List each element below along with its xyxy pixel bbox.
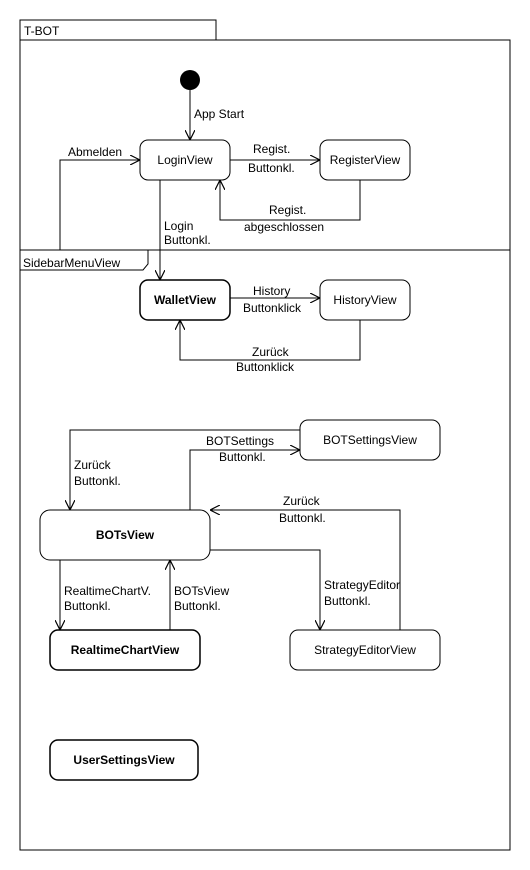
svg-text:BOTSettings: BOTSettings (206, 434, 274, 448)
state-wallet[interactable]: WalletView (139, 279, 231, 321)
transition-zurueck-history: Zurück Buttonklick (180, 320, 361, 374)
state-register-label: RegisterView (330, 153, 401, 167)
outer-frame (19, 39, 511, 851)
state-strategyeditor[interactable]: StrategyEditorView (289, 629, 441, 671)
state-wallet-label: WalletView (154, 293, 217, 307)
svg-text:Buttonkl.: Buttonkl. (174, 599, 221, 613)
svg-text:RealtimeChartV.: RealtimeChartV. (64, 584, 151, 598)
state-usersettings[interactable]: UserSettingsView (49, 739, 199, 781)
transition-app-start: App Start (190, 90, 245, 140)
transition-zurueck-botsettings: Zurück Buttonkl. (70, 429, 300, 510)
svg-text:Buttonkl.: Buttonkl. (64, 599, 111, 613)
svg-text:abgeschlossen: abgeschlossen (244, 220, 324, 234)
transition-abmelden: Abmelden (59, 145, 140, 250)
state-strategyeditor-label: StrategyEditorView (314, 643, 416, 657)
svg-text:Buttonkl.: Buttonkl. (279, 511, 326, 525)
svg-text:BOTsView: BOTsView (174, 584, 229, 598)
state-bots-label: BOTsView (96, 528, 155, 542)
svg-text:Buttonkl.: Buttonkl. (219, 450, 266, 464)
state-bots[interactable]: BOTsView (39, 509, 211, 561)
initial-state (180, 70, 200, 90)
transition-botsview-buttonklick: BOTsView Buttonkl. (170, 560, 229, 630)
state-botsettings[interactable]: BOTSettingsView (299, 419, 441, 461)
svg-text:Regist.: Regist. (253, 142, 290, 156)
region-label: SidebarMenuView (23, 256, 121, 270)
transition-regist-buttonklick: Regist. Buttonkl. (230, 142, 320, 175)
state-login-label: LoginView (157, 153, 212, 167)
state-realtimechart-label: RealtimeChartView (71, 643, 180, 657)
state-register[interactable]: RegisterView (319, 139, 411, 181)
state-login[interactable]: LoginView (139, 139, 231, 181)
svg-text:Zurück: Zurück (252, 345, 290, 359)
frame-title-tab (19, 19, 217, 40)
state-botsettings-label: BOTSettingsView (323, 433, 417, 447)
transition-realtimechart-buttonklick: RealtimeChartV. Buttonkl. (60, 560, 151, 630)
svg-text:Login: Login (164, 219, 193, 233)
transition-login-buttonklick: Login Buttonkl. (160, 180, 211, 280)
transition-history-buttonklick: History Buttonklick (230, 284, 320, 315)
frame-title: T-BOT (24, 24, 60, 38)
svg-text:Buttonkl.: Buttonkl. (324, 594, 371, 608)
state-realtimechart[interactable]: RealtimeChartView (49, 629, 201, 671)
svg-text:Regist.: Regist. (269, 203, 306, 217)
svg-text:Buttonkl.: Buttonkl. (74, 474, 121, 488)
transition-strategyeditor-buttonklick: StrategyEditor Buttonkl. (210, 549, 400, 630)
svg-text:StrategyEditor: StrategyEditor (324, 578, 400, 592)
svg-text:History: History (253, 284, 290, 298)
svg-text:App Start: App Start (194, 107, 245, 121)
state-history-label: HistoryView (333, 293, 396, 307)
state-usersettings-label: UserSettingsView (73, 753, 175, 767)
svg-text:Buttonkl.: Buttonkl. (248, 161, 295, 175)
svg-text:Buttonklick: Buttonklick (243, 301, 302, 315)
state-history[interactable]: HistoryView (319, 279, 411, 321)
transition-zurueck-strategyeditor: Zurück Buttonkl. (210, 494, 401, 630)
transition-botsettings-buttonklick: BOTSettings Buttonkl. (189, 434, 300, 510)
svg-text:Zurück: Zurück (283, 494, 321, 508)
svg-text:Buttonklick: Buttonklick (236, 360, 295, 374)
svg-text:Buttonkl.: Buttonkl. (164, 233, 211, 247)
svg-text:Zurück: Zurück (74, 458, 112, 472)
region-label-tab (20, 250, 149, 271)
transition-regist-abgeschlossen: Regist. abgeschlossen (220, 180, 361, 234)
svg-text:Abmelden: Abmelden (68, 145, 122, 159)
